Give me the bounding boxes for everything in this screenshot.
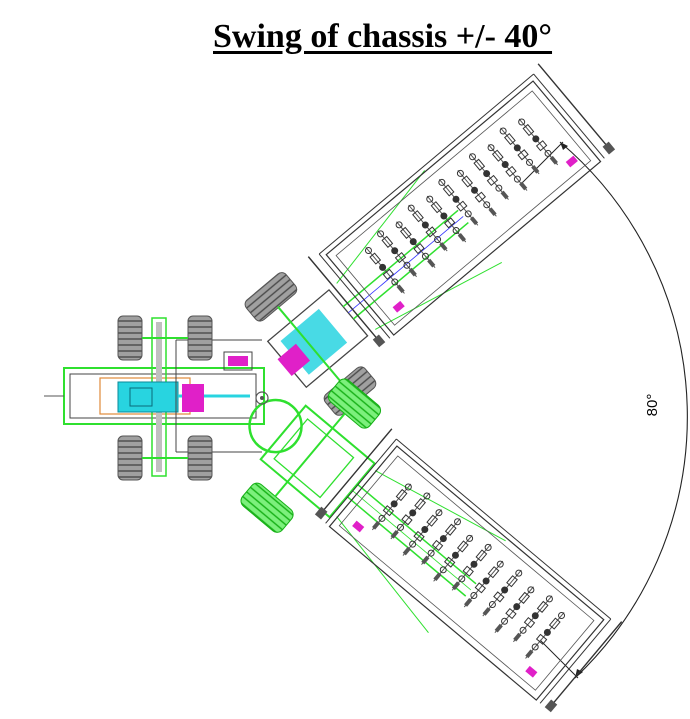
rear-tractor bbox=[44, 315, 265, 481]
implement-upper bbox=[304, 60, 616, 348]
implement-lower bbox=[314, 425, 626, 713]
swung-chassis-lower bbox=[240, 378, 506, 634]
diagram-title: Swing of chassis +/- 40° bbox=[213, 18, 553, 55]
rear-tire-right-top bbox=[187, 315, 213, 361]
rear-tire-left-bottom bbox=[117, 435, 143, 481]
upper-tire-a bbox=[244, 272, 298, 322]
rear-tire-right-bottom bbox=[187, 435, 213, 481]
swing-angle-label: 80° bbox=[644, 394, 661, 417]
pivot-joint bbox=[255, 391, 269, 405]
swing-angle-arc: 80° bbox=[519, 141, 688, 679]
swung-chassis-upper bbox=[244, 170, 503, 416]
rear-tire-left-top bbox=[117, 315, 143, 361]
lower-tire-b bbox=[240, 482, 294, 533]
